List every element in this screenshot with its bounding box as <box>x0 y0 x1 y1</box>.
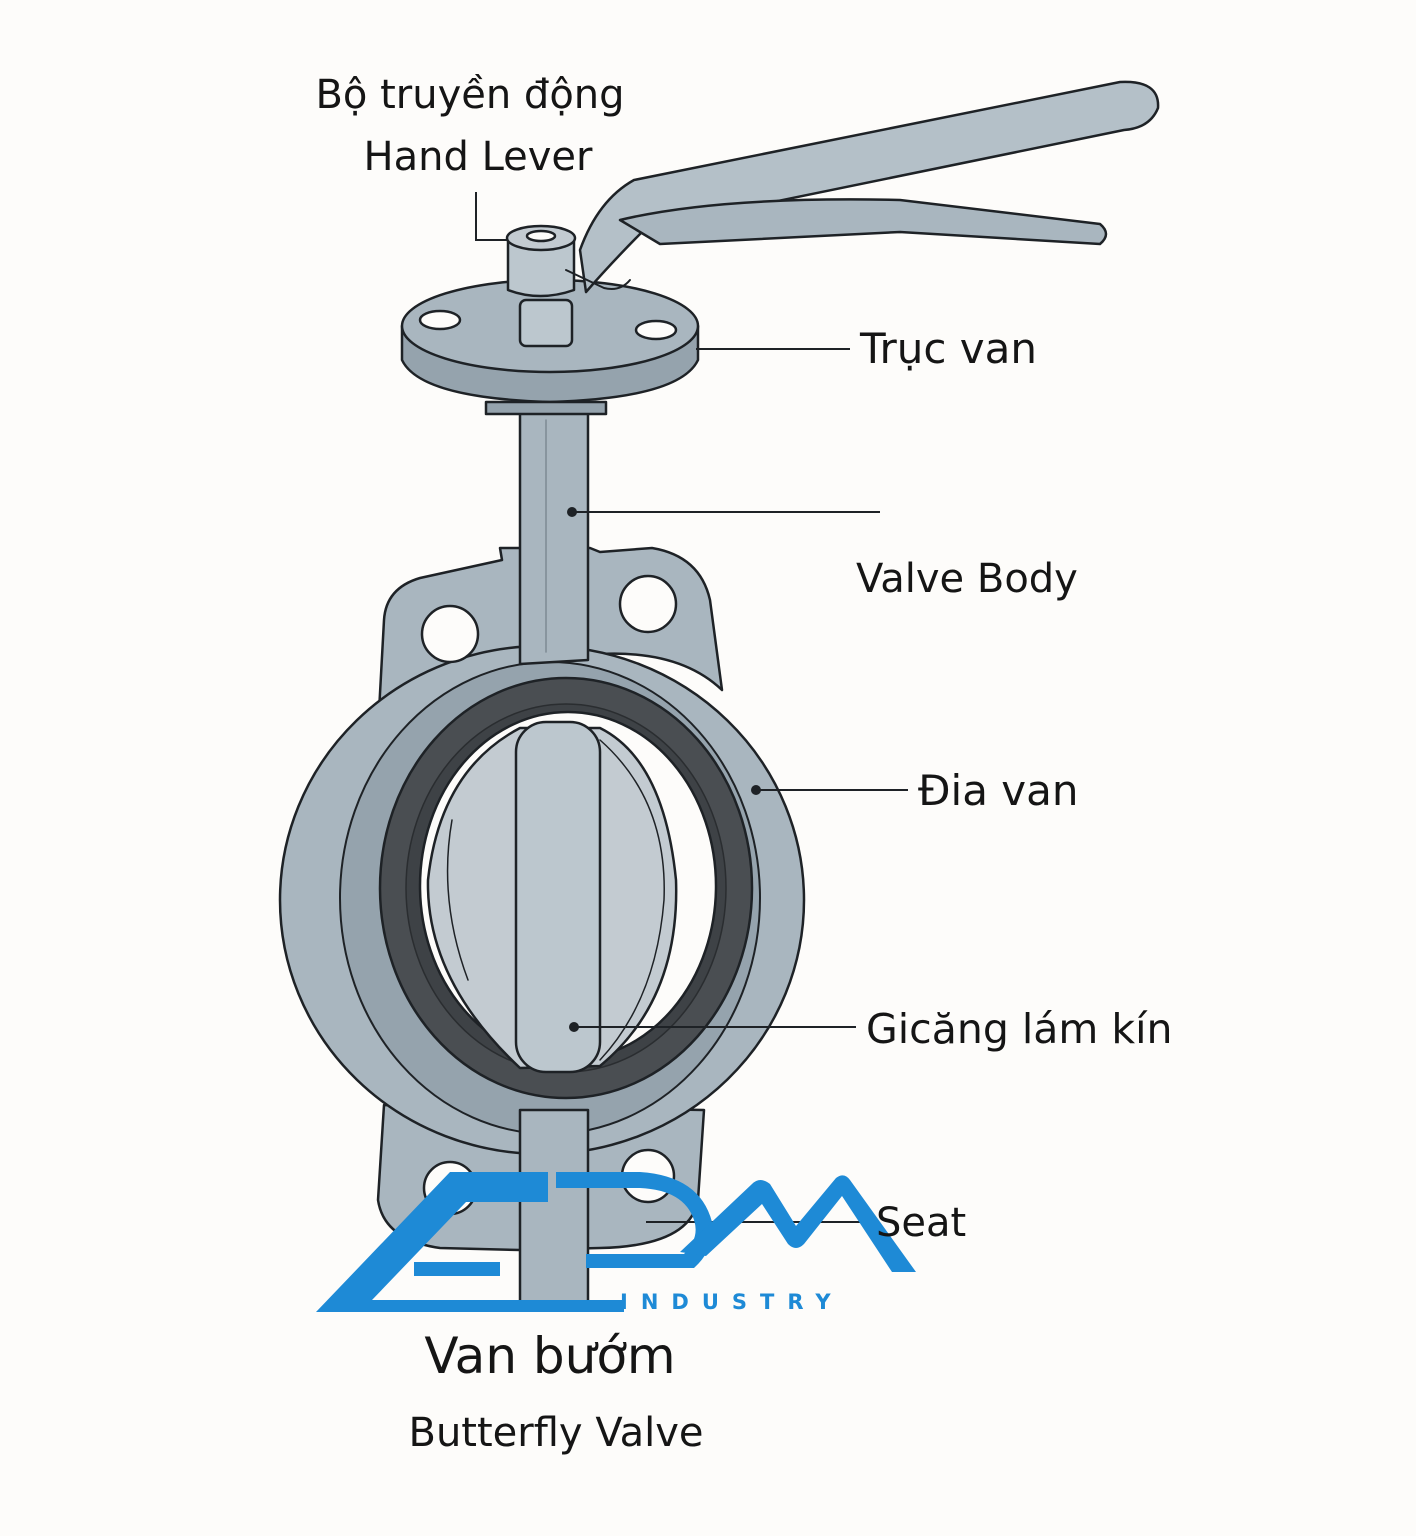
label-shaft: Trục van <box>860 324 1038 373</box>
label-disc: Đia van <box>918 766 1079 815</box>
label-gasket: Gicăng lám kín <box>866 1005 1173 1053</box>
valve-bottom-stem <box>518 1108 590 1312</box>
label-actuator: Bộ truyền động <box>315 72 625 118</box>
adm-logo-mark <box>316 1172 916 1312</box>
valve-stem-neck <box>514 410 590 666</box>
diagram-title-english: Butterfly Valve <box>408 1410 704 1456</box>
bolt-hole <box>618 574 678 634</box>
bolt-hole <box>634 319 678 341</box>
disc-shaft-hub <box>514 720 602 1074</box>
logo-tagline: INDUSTRY <box>620 1290 844 1314</box>
valve-shaft <box>518 298 574 348</box>
bolt-hole <box>420 604 480 664</box>
diagram-title-vietnamese: Van bướm <box>424 1327 676 1385</box>
leader-line-actuator <box>475 192 508 241</box>
stem-nut <box>484 400 608 416</box>
bolt-hole <box>418 309 462 331</box>
hand-lever-arm <box>578 80 1160 294</box>
label-hand-lever: Hand Lever <box>363 134 593 180</box>
leader-lines <box>475 192 908 1223</box>
label-valve-body: Valve Body <box>856 556 1078 602</box>
hand-lever-grip <box>618 198 1108 246</box>
label-seat: Seat <box>876 1200 967 1246</box>
